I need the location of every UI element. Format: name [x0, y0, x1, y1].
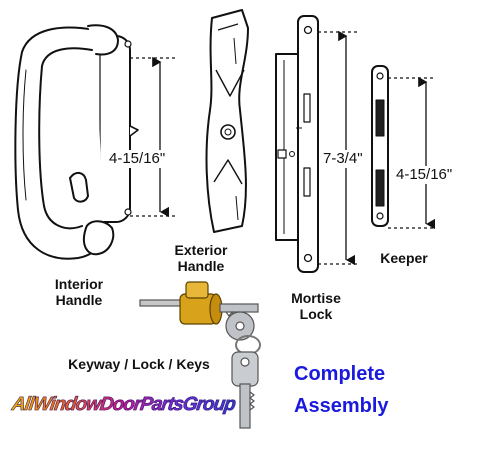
keeper-label: Keeper	[380, 250, 428, 266]
interior-dimension-text: 4-15/16"	[108, 150, 167, 168]
exterior-handle-label-line2: Handle	[177, 258, 225, 274]
mortise-lock-label-line1: Mortise	[291, 290, 341, 306]
interior-handle-label: Interior Handle	[44, 276, 114, 308]
exterior-handle-label: Exterior Handle	[166, 242, 236, 274]
mortise-dimension-text: 7-3/4"	[322, 150, 364, 168]
interior-handle-label-line1: Interior	[54, 276, 104, 292]
interior-handle-drawing	[14, 24, 139, 260]
mortise-lock-label-line2: Lock	[299, 306, 333, 322]
keyway-lock-keys-drawing	[139, 281, 261, 429]
keeper-drawing	[371, 65, 389, 227]
mortise-lock-label: Mortise Lock	[284, 290, 348, 322]
mortise-dimension-lines	[318, 30, 360, 266]
keeper-dimension-lines	[388, 76, 436, 230]
interior-handle-label-line2: Handle	[55, 292, 103, 308]
assembly-label: Assembly	[294, 395, 389, 417]
exterior-handle-drawing	[205, 9, 249, 233]
complete-label: Complete	[294, 363, 386, 385]
mortise-lock-drawing	[275, 15, 319, 273]
keeper-dimension-text: 4-15/16"	[395, 166, 454, 184]
keyway-label: Keyway / Lock / Keys	[68, 356, 210, 372]
interior-dimension-lines	[130, 56, 176, 218]
brand-logo: AllWindowDoorPartsGroup	[10, 394, 237, 416]
exterior-handle-label-line1: Exterior	[174, 242, 228, 258]
